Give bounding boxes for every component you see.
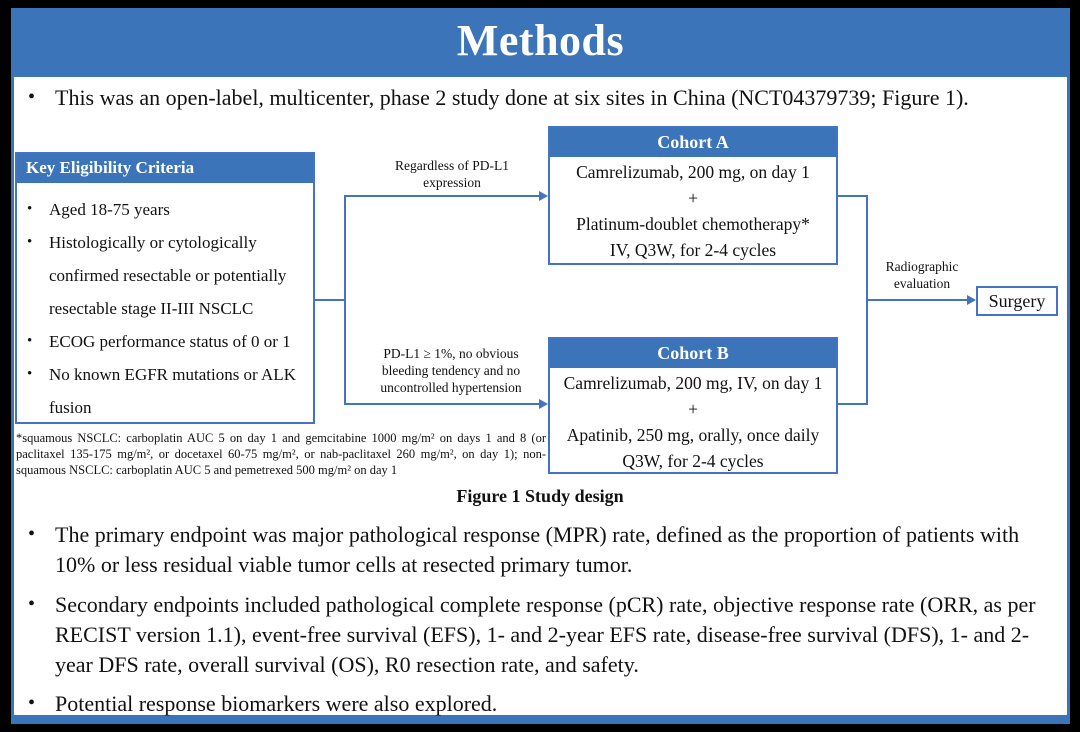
eligibility-item: Aged 18-75 years [19, 193, 307, 226]
cohort-a-header: Cohort A [550, 128, 836, 157]
secondary-endpoints-bullet: Secondary endpoints included pathologica… [24, 589, 1060, 680]
surgery-box: Surgery [976, 286, 1058, 316]
cohort-b-line: Camrelizumab, 200 mg, IV, on day 1 [563, 373, 823, 393]
cohort-b-line: Apatinib, 250 mg, orally, once daily [566, 425, 820, 445]
eligibility-item: ECOG performance status of 0 or 1 [19, 325, 307, 358]
cohort-b-line: + [688, 399, 698, 419]
eligibility-header: Key Eligibility Criteria [17, 154, 313, 183]
connector-branch-vertical [344, 195, 346, 405]
chemotherapy-footnote: *squamous NSCLC: carboplatin AUC 5 on da… [16, 431, 546, 477]
page-title: Methods [456, 16, 625, 65]
cohort-a-line: Platinum-doublet chemotherapy* [576, 214, 810, 234]
connector-to-cohort-b [344, 403, 540, 405]
eligibility-list: Aged 18-75 years Histologically or cytol… [17, 183, 313, 424]
figure-caption: Figure 1 Study design [456, 486, 624, 506]
arrowhead-cohort-a-icon [539, 191, 548, 201]
connector-cohort-b-out [837, 403, 868, 405]
cohort-a-line: Camrelizumab, 200 mg, on day 1 [576, 162, 810, 182]
branch-top-label: Regardless of PD-L1 expression [395, 158, 509, 190]
arrowhead-surgery-icon [967, 295, 976, 305]
connector-to-surgery [866, 299, 967, 301]
arrowhead-cohort-b-icon [539, 399, 548, 409]
eligibility-item: No known EGFR mutations or ALK fusion [19, 358, 307, 424]
cohort-b-box: Cohort B Camrelizumab, 200 mg, IV, on da… [548, 337, 838, 474]
eligibility-item: Histologically or cytologically confirme… [19, 226, 307, 325]
cohort-b-header: Cohort B [550, 339, 836, 368]
connector-cohort-a-out [837, 195, 868, 197]
primary-endpoint-bullet: The primary endpoint was major pathologi… [24, 519, 1060, 580]
branch-bottom-label: PD-L1 ≥ 1%, no obvious bleeding tendency… [380, 346, 522, 395]
cohort-a-line: IV, Q3W, for 2-4 cycles [609, 240, 777, 260]
connector-eligibility-out [313, 299, 346, 301]
connector-to-cohort-a [344, 195, 540, 197]
cohort-a-box: Cohort A Camrelizumab, 200 mg, on day 1 … [548, 126, 838, 265]
eligibility-box: Key Eligibility Criteria Aged 18-75 year… [15, 152, 315, 424]
cohort-b-body: Camrelizumab, 200 mg, IV, on day 1 + Apa… [550, 368, 836, 471]
radiographic-evaluation-label: Radiographic evaluation [885, 259, 959, 291]
biomarkers-bullet: Potential response biomarkers were also … [24, 688, 1060, 719]
intro-bullet: This was an open-label, multicenter, pha… [24, 82, 1056, 113]
cohort-a-body: Camrelizumab, 200 mg, on day 1 + Platinu… [550, 157, 836, 261]
title-bar: Methods [11, 8, 1070, 77]
cohort-b-line: Q3W, for 2-4 cycles [622, 451, 764, 471]
cohort-a-line: + [688, 188, 698, 208]
surgery-label: Surgery [988, 291, 1046, 311]
